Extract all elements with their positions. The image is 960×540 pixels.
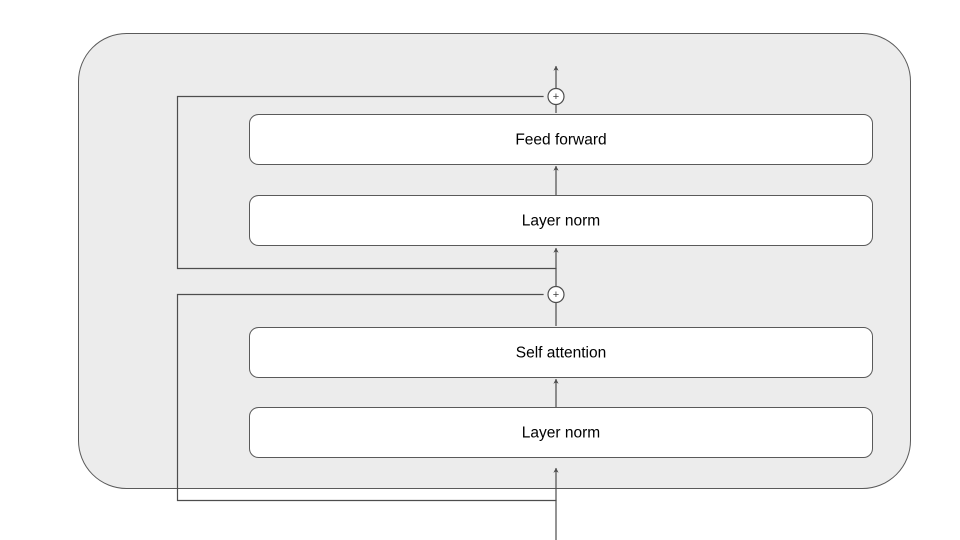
block-layer-norm-upper-rect xyxy=(249,195,873,246)
block-layer-norm-lower-label: Layer norm xyxy=(522,425,600,442)
block-layer-norm-lower[interactable]: Layer norm xyxy=(249,407,873,458)
residual-add-lower-circle xyxy=(547,285,565,304)
block-self-attention[interactable]: Self attention xyxy=(249,327,873,378)
residual-add-upper-symbol: + xyxy=(553,91,559,103)
residual-upper-path xyxy=(176,95,557,270)
block-feed-forward-label: Feed forward xyxy=(515,132,606,149)
block-self-attention-label: Self attention xyxy=(516,345,606,362)
block-layer-norm-upper-label: Layer norm xyxy=(522,213,600,230)
block-layer-norm-lower-rect xyxy=(249,407,873,458)
residual-add-upper[interactable]: + xyxy=(547,87,565,106)
residual-lower-path xyxy=(176,293,557,502)
block-feed-forward-rect xyxy=(249,114,873,165)
block-feed-forward[interactable]: Feed forward xyxy=(249,114,873,165)
block-self-attention-rect xyxy=(249,327,873,378)
residual-add-lower[interactable]: + xyxy=(547,285,565,304)
residual-add-upper-circle xyxy=(547,87,565,106)
block-layer-norm-upper[interactable]: Layer norm xyxy=(249,195,873,246)
residual-add-lower-symbol: + xyxy=(553,289,559,301)
